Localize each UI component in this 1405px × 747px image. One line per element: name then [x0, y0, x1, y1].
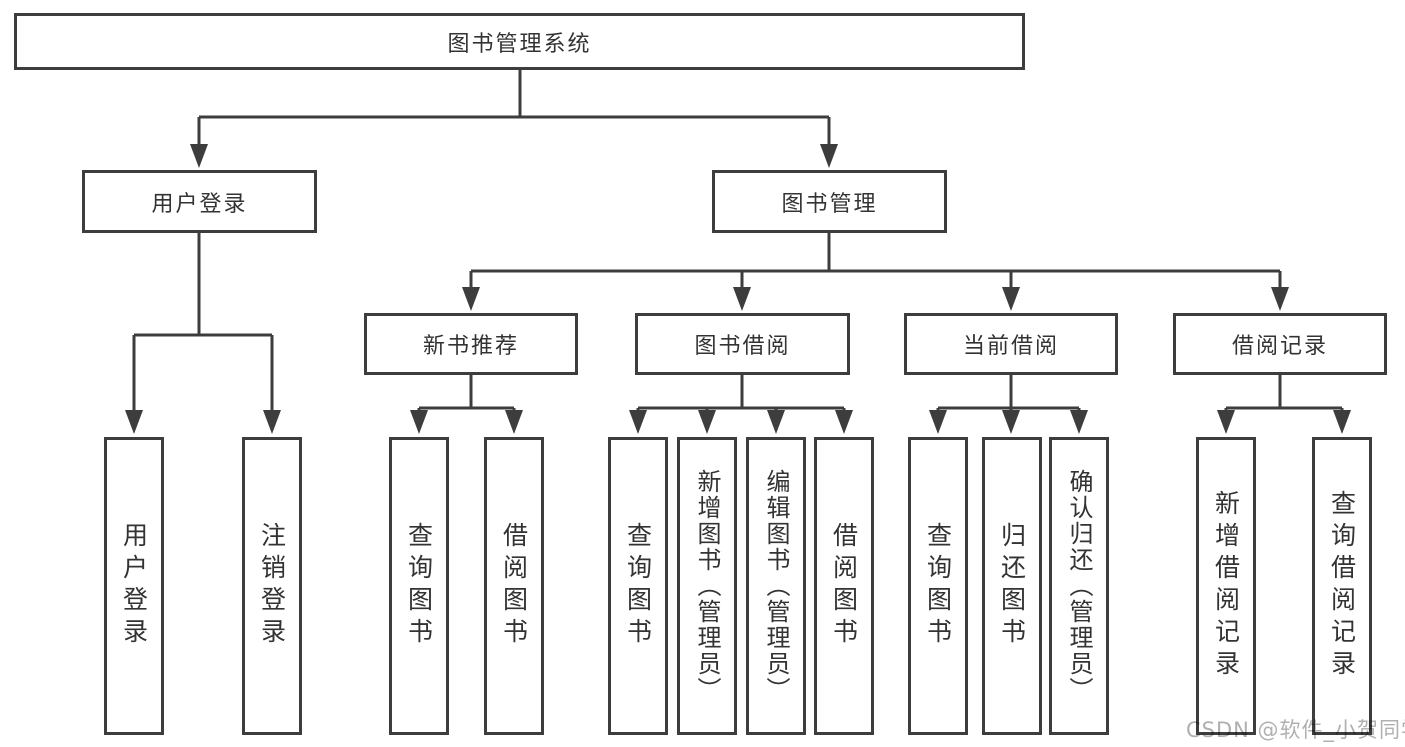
node-label: 用户登录 — [151, 191, 248, 217]
node-query-books-borrow: 查询图书 — [608, 437, 668, 735]
node-user-login-action: 用户登录 — [104, 437, 164, 735]
node-library-management-system: 图书管理系统 — [14, 13, 1025, 70]
node-add-books-admin: 新增图书（管理员） — [677, 437, 737, 735]
node-label: 新增借阅记录 — [1211, 490, 1241, 682]
node-label: 借阅图书 — [829, 522, 859, 650]
node-borrowing-records: 借阅记录 — [1173, 313, 1387, 375]
node-borrow-books-recommend: 借阅图书 — [484, 437, 544, 735]
node-borrow-books: 借阅图书 — [814, 437, 874, 735]
node-label: 编辑图书（管理员） — [762, 469, 790, 703]
node-label: 当前借阅 — [962, 334, 1059, 359]
node-label: 归还图书 — [997, 522, 1027, 650]
node-edit-books-admin: 编辑图书（管理员） — [746, 437, 806, 735]
node-query-books-current: 查询图书 — [908, 437, 968, 735]
node-user-login: 用户登录 — [82, 170, 317, 233]
node-label: 借阅记录 — [1231, 334, 1328, 359]
csdn-watermark: CSDN @软件_小贺同学 — [1186, 718, 1405, 742]
node-add-borrow-record: 新增借阅记录 — [1196, 437, 1256, 735]
node-label: 新书推荐 — [422, 334, 519, 359]
node-book-borrowing: 图书借阅 — [635, 313, 850, 375]
node-book-management: 图书管理 — [712, 170, 947, 233]
node-label: 查询图书 — [404, 522, 434, 650]
node-query-borrow-record: 查询借阅记录 — [1312, 437, 1372, 735]
node-label: 确认归还（管理员） — [1065, 469, 1093, 703]
node-label: 借阅图书 — [499, 522, 529, 650]
node-label: 查询借阅记录 — [1327, 490, 1357, 682]
node-label: 图书借阅 — [694, 334, 791, 359]
node-label: 查询图书 — [623, 522, 653, 650]
node-new-book-recommendation: 新书推荐 — [364, 313, 578, 375]
node-label: 注销登录 — [257, 522, 287, 650]
arrowheads — [125, 144, 1351, 434]
node-current-borrowing: 当前借阅 — [904, 313, 1118, 375]
node-confirm-return-admin: 确认归还（管理员） — [1049, 437, 1109, 735]
node-label: 图书管理 — [781, 191, 878, 217]
node-logout-action: 注销登录 — [242, 437, 302, 735]
node-label: 查询图书 — [923, 522, 953, 650]
node-query-books-recommend: 查询图书 — [389, 437, 449, 735]
node-label: 新增图书（管理员） — [693, 469, 721, 703]
node-label: 用户登录 — [119, 522, 149, 650]
node-label: 图书管理系统 — [447, 31, 592, 57]
node-return-books: 归还图书 — [982, 437, 1042, 735]
